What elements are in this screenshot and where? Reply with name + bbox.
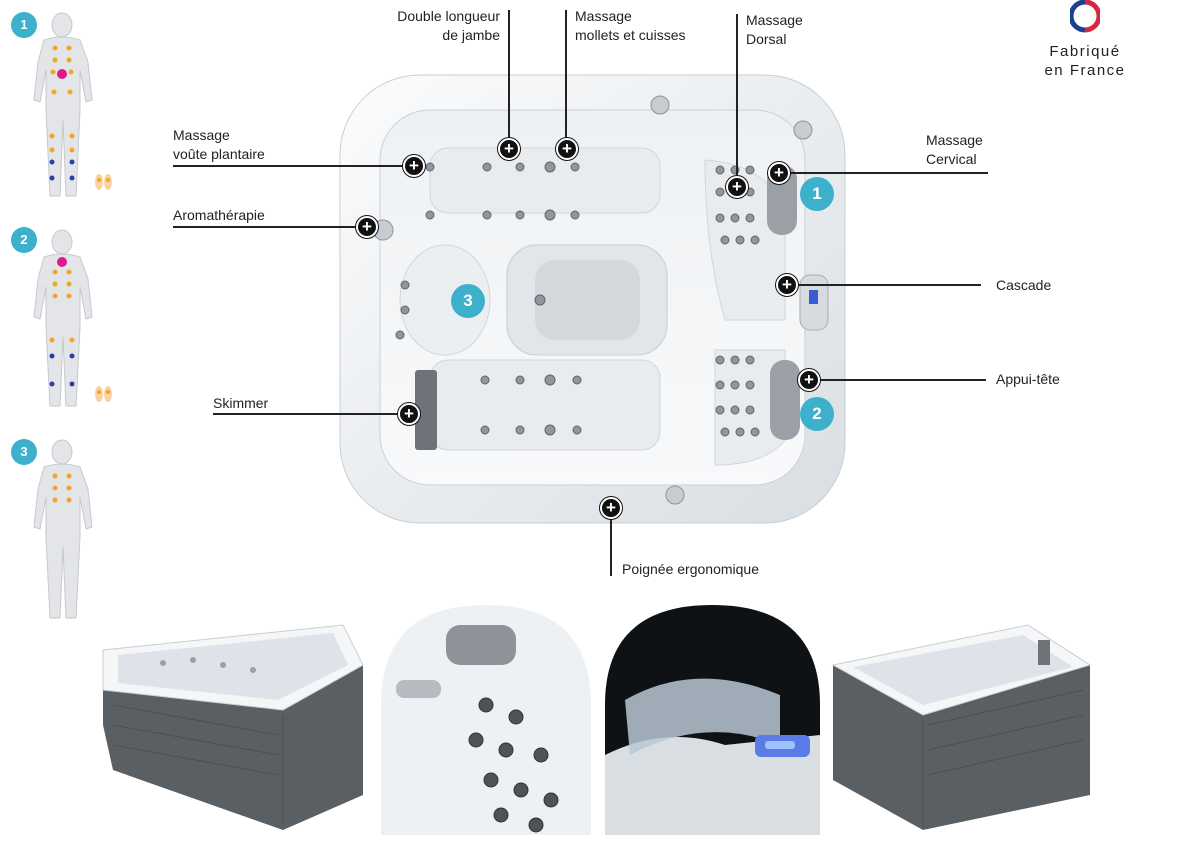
callout-line-aroma xyxy=(173,226,365,228)
zone-1-badge: 1 xyxy=(11,12,37,38)
zone-3-marker: 3 xyxy=(451,284,485,318)
body-silhouette-3 xyxy=(33,439,93,619)
body-figure-zone-3: 3 xyxy=(0,430,130,625)
callout-line-appui xyxy=(808,379,986,381)
spa-top-view xyxy=(339,74,846,524)
zone-3-badge: 3 xyxy=(11,439,37,465)
hotspot-double-longueur[interactable]: + xyxy=(498,138,520,160)
label-mollets: Massage mollets et cuisses xyxy=(575,8,686,43)
callout-line-voute xyxy=(173,165,413,167)
label-dorsal: Massage Dorsal xyxy=(746,12,803,47)
spa-exterior-view-right xyxy=(831,624,1092,830)
label-double-longueur: Double longueur de jambe xyxy=(397,8,500,43)
french-flag-icon xyxy=(1070,0,1100,33)
body-silhouette-1 xyxy=(33,12,112,197)
hotspot-mollets[interactable]: + xyxy=(556,138,578,160)
body-figure-zone-1: 1 xyxy=(0,0,130,205)
hotspot-cervical[interactable]: + xyxy=(768,162,790,184)
callout-line-dorsal xyxy=(736,14,738,188)
body-silhouette-2 xyxy=(33,229,112,407)
hotspot-poignee[interactable]: + xyxy=(600,497,622,519)
callout-line-skimmer xyxy=(213,413,408,415)
made-in-france-badge: Fabriqué en France xyxy=(1030,0,1140,80)
label-aromatherapie: Aromathérapie xyxy=(173,207,265,223)
callout-line-cervical xyxy=(778,172,988,174)
headrest-jets-closeup xyxy=(381,605,591,835)
zone-2-marker: 2 xyxy=(800,397,834,431)
label-voute: Massage voûte plantaire xyxy=(173,127,265,162)
label-cascade: Cascade xyxy=(996,277,1052,293)
made-in-line-1: Fabriqué xyxy=(1049,43,1121,60)
cascade-waterfall-closeup xyxy=(605,605,820,835)
feet-icon xyxy=(95,174,112,190)
made-in-line-2: en France xyxy=(1044,62,1126,79)
hotspot-skimmer[interactable]: + xyxy=(398,403,420,425)
zone-2-badge: 2 xyxy=(11,227,37,253)
label-cervical: Massage Cervical xyxy=(926,132,983,167)
hotspot-dorsal[interactable]: + xyxy=(726,176,748,198)
zone-1-marker: 1 xyxy=(800,177,834,211)
hotspot-voute[interactable]: + xyxy=(403,155,425,177)
callout-line-cascade xyxy=(786,284,981,286)
hotspot-cascade[interactable]: + xyxy=(776,274,798,296)
label-skimmer: Skimmer xyxy=(213,395,269,411)
hotspot-appui[interactable]: + xyxy=(798,369,820,391)
hotspot-aroma[interactable]: + xyxy=(356,216,378,238)
spa-exterior-view-left xyxy=(102,624,364,830)
label-poignee: Poignée ergonomique xyxy=(622,561,759,577)
callout-line-poignee xyxy=(610,508,612,576)
body-figure-zone-2: 2 xyxy=(0,220,130,415)
feet-icon-2 xyxy=(95,386,112,402)
callout-line-mollets xyxy=(565,10,567,148)
callout-line-double xyxy=(508,10,510,147)
label-appui-tete: Appui-tête xyxy=(996,371,1060,387)
